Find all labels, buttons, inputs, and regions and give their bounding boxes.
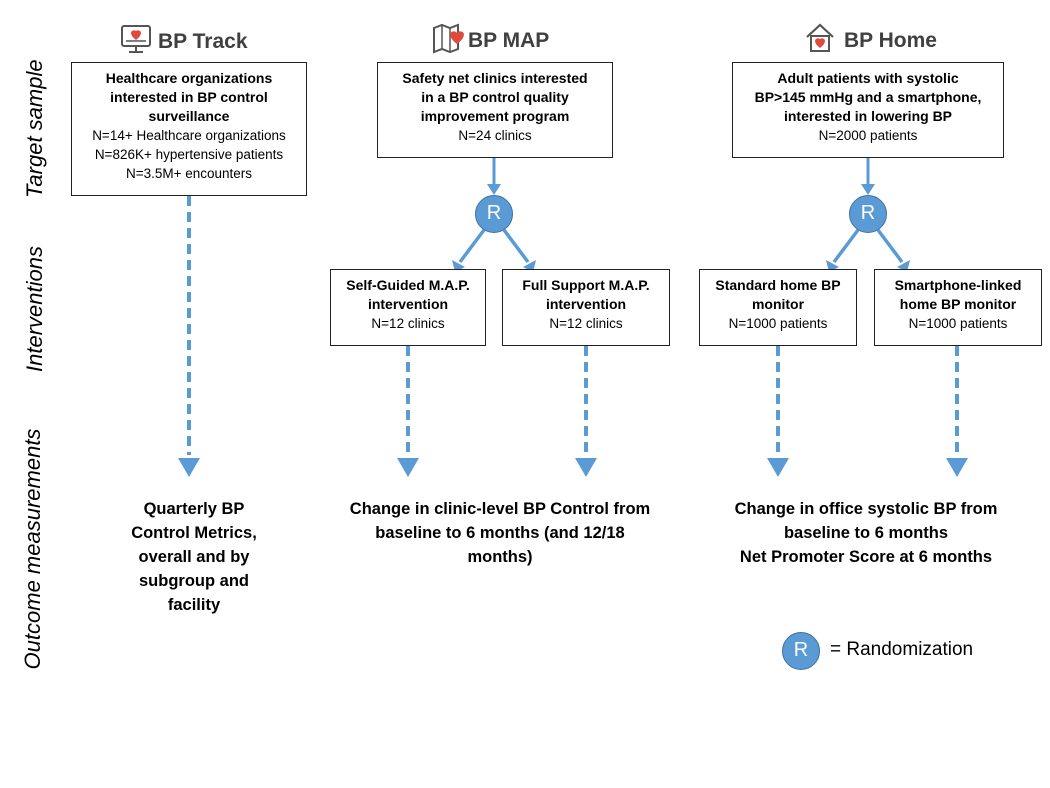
map-arm2-box: Full Support M.A.P. intervention N=12 cl… (502, 269, 670, 346)
map-arm1-line2: intervention (367, 296, 449, 312)
map-outcome-line2: baseline to 6 months (and 12/18 (375, 524, 625, 542)
map-outcome-line3: months) (467, 548, 533, 566)
map-outcome: Change in clinic-level BP Control from b… (320, 497, 680, 569)
map-arm2-n: N=12 clinics (549, 316, 623, 331)
map-branch-right (502, 228, 530, 264)
map-target-line1: Safety net clinics interested (402, 70, 588, 86)
house-heart-icon (806, 23, 834, 52)
track-target-line3: surveillance (148, 108, 230, 124)
home-branch-right (876, 228, 904, 264)
home-arm2-line1: Smartphone-linked (894, 277, 1022, 293)
map-arm1-line1: Self-Guided M.A.P. (346, 277, 470, 293)
home-arm2-box: Smartphone-linked home BP monitor N=1000… (874, 269, 1042, 346)
home-arm2-n: N=1000 patients (908, 316, 1008, 331)
home-arm1-box: Standard home BP monitor N=1000 patients (699, 269, 857, 346)
map-title: BP MAP (468, 29, 550, 52)
home-branch-left (832, 228, 860, 264)
track-target-box: Healthcare organizations interested in B… (71, 62, 307, 196)
map-arm2-line1: Full Support M.A.P. (522, 277, 650, 293)
monitor-heart-icon (121, 25, 151, 53)
home-target-n1: N=2000 patients (818, 128, 918, 143)
track-target-n2: N=826K+ hypertensive patients (94, 147, 284, 162)
track-outcome-line3: overall and by (138, 548, 250, 566)
home-arm1-line1: Standard home BP (715, 277, 841, 293)
track-target-n3: N=3.5M+ encounters (125, 166, 253, 181)
map-outcome-line1: Change in clinic-level BP Control from (349, 500, 651, 518)
home-title: BP Home (844, 29, 937, 52)
home-outcome-line1: Change in office systolic BP from (734, 500, 998, 518)
track-target-line1: Healthcare organizations (105, 70, 273, 86)
home-target-box: Adult patients with systolic BP>145 mmHg… (732, 62, 1004, 158)
map-arm1-n: N=12 clinics (371, 316, 445, 331)
track-outcome-line5: facility (167, 596, 221, 614)
home-target-line3: interested in lowering BP (783, 108, 953, 124)
track-outcome-line2: Control Metrics, (131, 524, 257, 542)
track-target-n1: N=14+ Healthcare organizations (92, 128, 286, 143)
home-randomization-circle: R (849, 195, 887, 233)
row-label-outcomes: Outcome measurements (20, 428, 45, 670)
track-arrowhead (178, 458, 200, 477)
map-arm2-line2: intervention (545, 296, 627, 312)
home-arm2-line2: home BP monitor (899, 296, 1017, 312)
map-arm1-box: Self-Guided M.A.P. intervention N=12 cli… (330, 269, 486, 346)
track-outcome-line1: Quarterly BP (143, 500, 245, 518)
home-outcome: Change in office systolic BP from baseli… (706, 497, 1026, 569)
home-target-line1: Adult patients with systolic (777, 70, 959, 86)
row-label-target: Target sample (22, 59, 47, 198)
home-arm1-line2: monitor (751, 296, 805, 312)
track-target-line2: interested in BP control (110, 89, 268, 105)
track-title: BP Track (158, 30, 248, 53)
home-outcome-line3: Net Promoter Score at 6 months (739, 548, 993, 566)
track-outcome: Quarterly BP Control Metrics, overall an… (104, 497, 284, 617)
map-randomization-circle: R (475, 195, 513, 233)
track-outcome-line4: subgroup and (139, 572, 249, 590)
home-target-line2: BP>145 mmHg and a smartphone, (754, 89, 982, 105)
map-branch-left (458, 228, 486, 264)
home-arm1-n: N=1000 patients (728, 316, 828, 331)
map-target-line3: improvement program (420, 108, 570, 124)
home-outcome-line2: baseline to 6 months (783, 524, 949, 542)
legend-randomization-circle: R (782, 632, 820, 670)
row-label-interventions: Interventions (22, 246, 47, 372)
legend-randomization-label: = Randomization (830, 639, 974, 660)
map-target-n1: N=24 clinics (458, 128, 532, 143)
map-target-line2: in a BP control quality (421, 89, 569, 105)
map-target-box: Safety net clinics interested in a BP co… (377, 62, 613, 158)
map-heart-icon (433, 23, 464, 54)
